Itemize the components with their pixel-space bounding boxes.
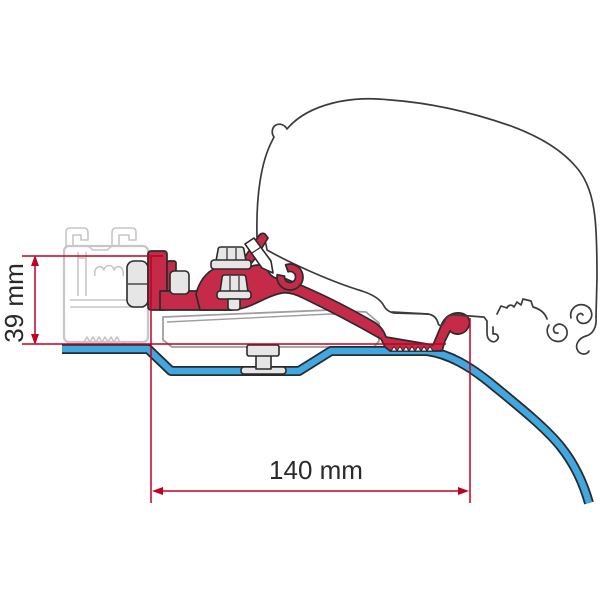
rail-top-hook-left [65,227,89,246]
van-roof-lip-dip [391,311,484,327]
van-gutter-curl-1 [546,323,568,343]
dim-height-label: 39 mm [0,263,29,343]
dimension-annotations [22,255,471,503]
van-gutter-curl-2 [569,303,593,325]
van-roof-dome-line [256,97,598,318]
rafter-pin-body [244,237,274,274]
dim-height-arrowhead-down [31,334,39,345]
roof-fixation-pedestal [240,344,287,375]
van-gutter-tab-line [483,316,500,343]
dim-width-arrowhead-left [152,487,163,495]
hex-bolt-top [210,246,252,270]
dim-width-label: 140 mm [269,455,363,485]
hex-bolt-lower-head [219,274,249,293]
hex-bolt-lower-washer [216,290,252,300]
pedestal-stem [255,354,272,370]
rafter-pin-joint [251,246,262,254]
rail-bottom-serration [83,336,121,343]
rail-omega-clip [93,264,125,277]
van-wall-line [256,236,429,315]
pedestal-cap [246,344,280,357]
hex-bolt-top-head [215,246,247,262]
bracket-foot-serration [390,345,434,352]
dim-width-arrowhead-right [458,487,469,495]
hex-bolt-top-flange [210,259,252,270]
van-body-outline [256,97,598,355]
hex-bolt-lower-shaft [227,298,241,311]
bracket-hook-curl [276,263,304,291]
dim-height-arrowhead-up [31,255,39,266]
van-gutter-curl-3 [575,316,597,355]
rail-top-notch [87,245,113,251]
awning-rafter-pin [244,237,274,274]
dimension-height-39mm [22,255,446,345]
hex-bolt-lower-facets [229,276,240,292]
hex-bolt-lower [216,274,252,311]
hex-bolt-top-facets [226,248,237,261]
rail-inner-channel [77,252,87,296]
van-gutter-squiggle-line [496,298,548,320]
rail-top-hook-right [111,227,137,246]
dimension-width-140mm [150,257,471,503]
bracket-hardware [169,237,304,311]
rail-nut [169,270,190,295]
